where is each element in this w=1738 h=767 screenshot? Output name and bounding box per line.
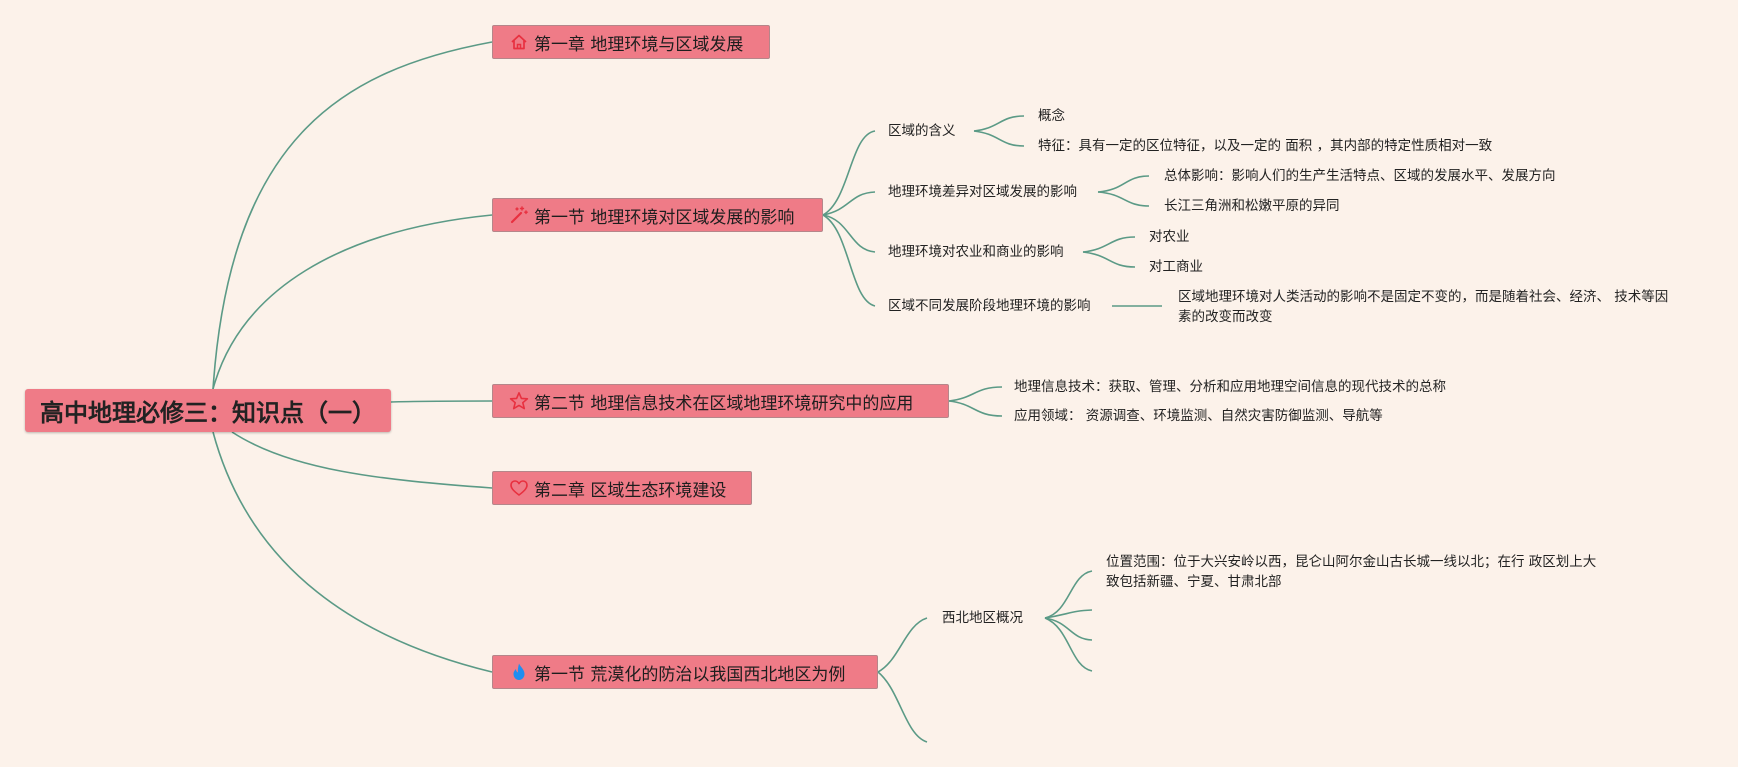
topic-section-1-1[interactable]: 第一节 地理环境对区域发展的影响 [492, 198, 823, 232]
edge-root-ch1 [212, 41, 493, 390]
edge-root-s12 [390, 400, 493, 403]
edge-s11-envagri [822, 214, 876, 253]
topic-chapter-1-label: 第一章 地理环境与区域发展 [534, 34, 744, 55]
heart-icon [509, 478, 529, 498]
leaf-industry[interactable]: 对工商业 [1149, 259, 1203, 275]
leaf-stages[interactable]: 区域不同发展阶段地理环境的影响 [888, 298, 1091, 314]
topic-chapter-1[interactable]: 第一章 地理环境与区域发展 [492, 25, 770, 59]
topic-section-2-1[interactable]: 第一节 荒漠化的防治以我国西北地区为例 [492, 655, 878, 689]
edge-root-s11 [212, 214, 493, 390]
leaf-env-diff[interactable]: 地理环境差异对区域发展的影响 [888, 184, 1077, 200]
leaf-concept[interactable]: 概念 [1038, 108, 1065, 124]
leaf-git[interactable]: 地理信息技术：获取、管理、分析和应用地理空间信息的现代技术的总称 [1014, 379, 1446, 395]
edge-s21-lower [877, 671, 928, 743]
edge-s12-fields [948, 400, 1003, 417]
leaf-northwest-overview[interactable]: 西北地区概况 [942, 610, 1023, 626]
edge-nw-location [1044, 570, 1093, 619]
topic-section-1-2[interactable]: 第二节 地理信息技术在区域地理环境研究中的应用 [492, 384, 949, 418]
wand-icon [509, 205, 529, 225]
edge-region-feature [973, 130, 1025, 147]
leaf-region-meaning[interactable]: 区域的含义 [888, 123, 956, 139]
edge-root-ch2 [231, 431, 493, 489]
topic-section-1-1-label: 第一节 地理环境对区域发展的影响 [534, 207, 795, 228]
leaf-yangtze[interactable]: 长江三角洲和松嫩平原的异同 [1164, 198, 1340, 214]
leaf-env-agri[interactable]: 地理环境对农业和商业的影响 [888, 244, 1064, 260]
leaf-fields[interactable]: 应用领域： 资源调查、环境监测、自然灾害防御监测、导航等 [1014, 408, 1383, 424]
edge-s11-region [822, 130, 876, 216]
leaf-overall-impact[interactable]: 总体影响：影响人们的生产生活特点、区域的发展水平、发展方向 [1164, 168, 1556, 184]
topic-chapter-2[interactable]: 第二章 区域生态环境建设 [492, 471, 752, 505]
root-topic[interactable]: 高中地理必修三：知识点（一） [25, 389, 391, 432]
edge-s11-stages [822, 214, 876, 307]
edge-nw-b2 [1044, 609, 1093, 619]
edge-s11-envdiff [822, 191, 876, 216]
edge-s21-nw [877, 617, 928, 673]
topic-section-1-2-label: 第二节 地理信息技术在区域地理环境研究中的应用 [534, 393, 914, 414]
edge-nw-b3 [1044, 617, 1093, 641]
leaf-stages-detail[interactable]: 区域地理环境对人类活动的影响不是固定不变的，而是随着社会、经济、 技术等因素的改… [1178, 289, 1669, 325]
edge-envagri-industry [1082, 251, 1136, 268]
edge-s12-git [948, 386, 1003, 402]
leaf-location[interactable]: 位置范围：位于大兴安岭以西，昆仑山阿尔金山古长城一线以北；在行 政区划上大致包括… [1106, 554, 1597, 590]
edge-root-s21 [212, 431, 493, 673]
leaf-agri[interactable]: 对农业 [1149, 229, 1190, 245]
root-topic-label: 高中地理必修三：知识点（一） [40, 399, 376, 427]
edge-envdiff-yangtze [1097, 191, 1150, 207]
leaf-feature[interactable]: 特征：具有一定的区位特征，以及一定的 面积 ，其内部的特定性质相对一致 [1038, 138, 1493, 154]
edge-envagri-agri [1082, 236, 1136, 253]
edge-region-concept [973, 115, 1025, 132]
star-icon [509, 391, 529, 411]
edge-envdiff-overall [1097, 175, 1150, 193]
topic-section-2-1-label: 第一节 荒漠化的防治以我国西北地区为例 [534, 664, 846, 685]
home-icon [509, 32, 529, 52]
edge-nw-b4 [1044, 617, 1093, 672]
flame-icon [509, 662, 529, 682]
topic-chapter-2-label: 第二章 区域生态环境建设 [534, 480, 727, 501]
